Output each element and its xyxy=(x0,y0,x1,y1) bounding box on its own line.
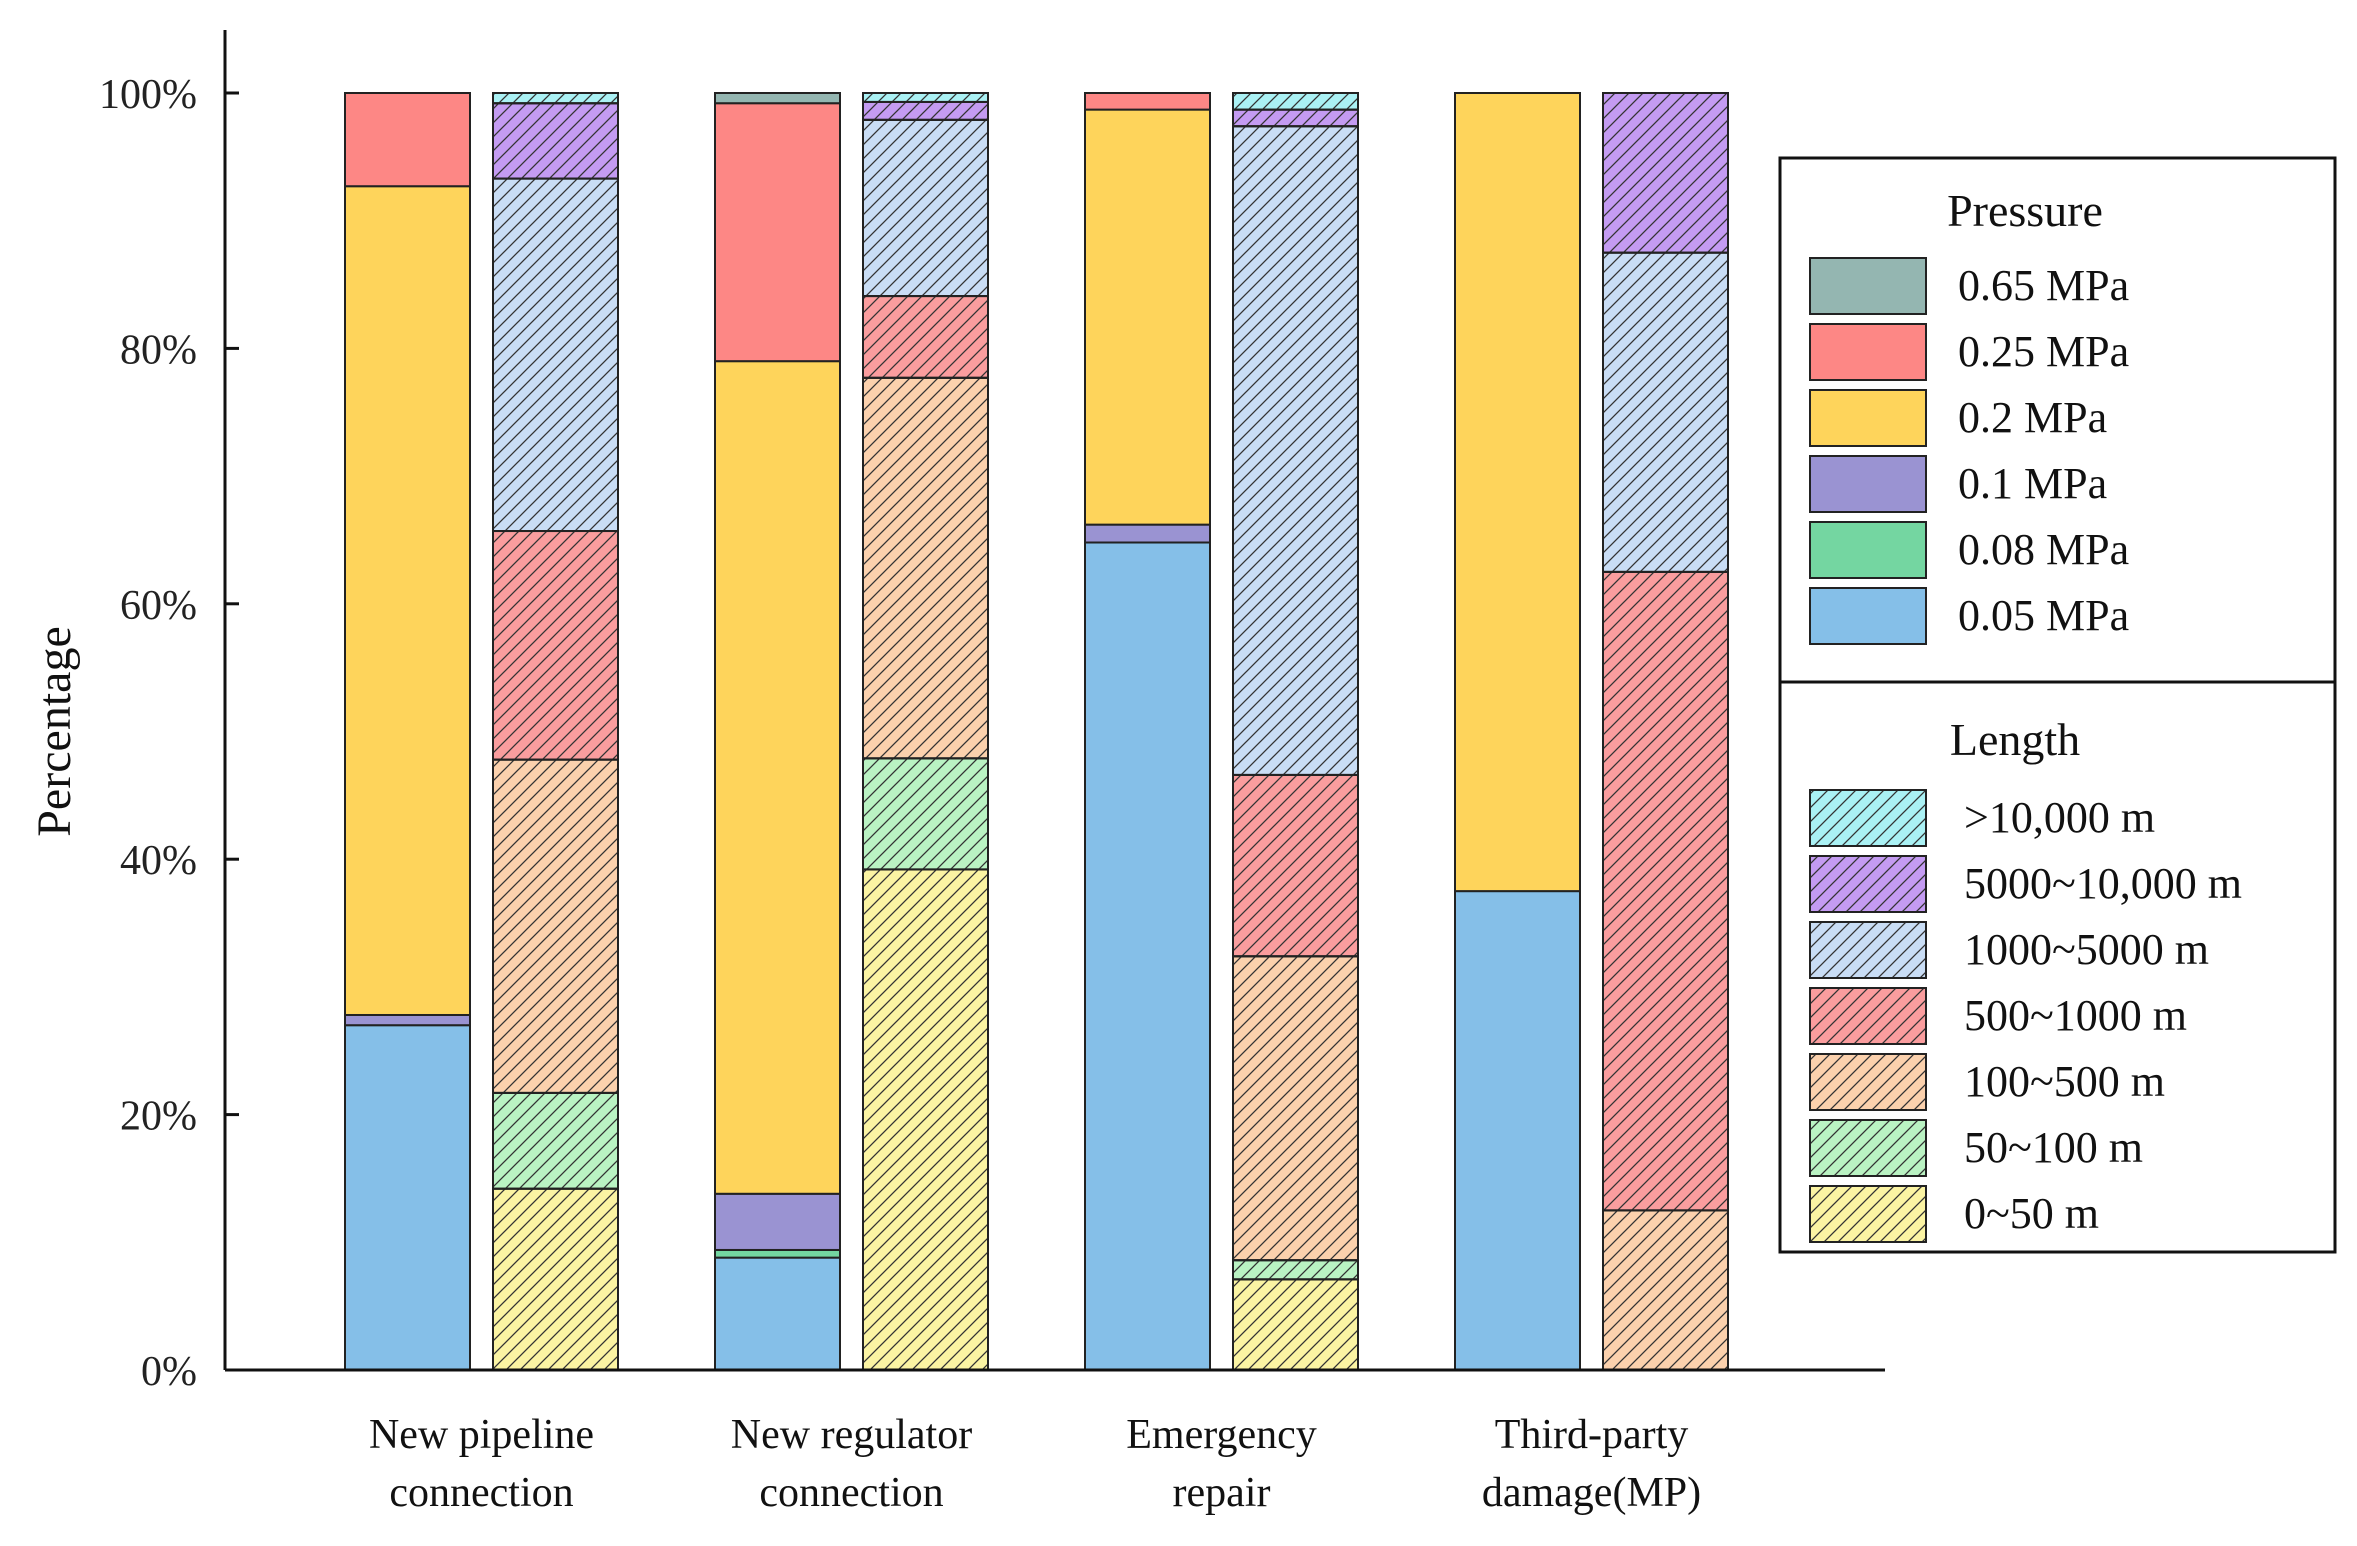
length-bar-2-hatch-100-500-m xyxy=(1232,955,1359,1262)
x-category-label: New regulator xyxy=(731,1412,972,1458)
y-tick-label: 60% xyxy=(120,583,197,629)
legend-label-pressure: 0.1 MPa xyxy=(1958,459,2107,508)
legend-label-pressure: 0.05 MPa xyxy=(1958,591,2129,640)
length-bar-2-hatch-50-100-m xyxy=(1232,1259,1359,1281)
length-bar-3-hatch-500-1000-m xyxy=(1602,570,1729,1212)
legend-swatch-hatch xyxy=(1809,855,1927,913)
pressure-bar-1-segment-0-1-MPa xyxy=(714,1192,841,1251)
legend-label-length: 5000~10,000 m xyxy=(1964,859,2242,908)
legend-label-length: >10,000 m xyxy=(1964,793,2155,842)
x-category-label: connection xyxy=(759,1470,943,1516)
length-bar-3-hatch-5000-10-000-m xyxy=(1602,92,1729,254)
y-tick-label: 20% xyxy=(120,1094,197,1140)
legend-title-pressure: Pressure xyxy=(1947,185,2103,236)
length-bar-2-hatch-5000-10-000-m xyxy=(1232,108,1359,128)
length-bar-1-hatch-10-000-m xyxy=(862,92,989,103)
y-axis-title: Percentage xyxy=(28,626,81,837)
pressure-bar-2-segment-0-2-MPa xyxy=(1084,108,1211,526)
pressure-bar-0-segment-0-25-MPa xyxy=(344,92,471,188)
length-bar-0-hatch-100-500-m xyxy=(492,758,619,1094)
legend-swatch-hatch xyxy=(1809,987,1927,1045)
length-bar-0-hatch-500-1000-m xyxy=(492,530,619,761)
length-bar-0-hatch-0-50-m xyxy=(492,1187,619,1372)
x-category-label: Emergency xyxy=(1126,1412,1316,1458)
length-bar-1-hatch-0-50-m xyxy=(862,868,989,1372)
x-category-label: damage(MP) xyxy=(1482,1470,1701,1516)
length-bar-1-hatch-5000-10-000-m xyxy=(862,100,989,121)
y-tick-label: 100% xyxy=(99,72,197,118)
length-bar-0-hatch-1000-5000-m xyxy=(492,177,619,533)
legend-swatch-pressure xyxy=(1809,257,1927,315)
legend-label-length: 0~50 m xyxy=(1964,1189,2099,1238)
legend-layer: Pressure 0.65 MPa 0.25 MPa 0.2 MPa 0.1 MPa 0.… xyxy=(1778,156,2337,1254)
pressure-bar-0-segment-0-05-MPa xyxy=(344,1024,471,1371)
x-category-label: Third-party xyxy=(1495,1412,1689,1458)
length-bar-0-hatch-10-000-m xyxy=(492,92,619,105)
legend-label-length: 500~1000 m xyxy=(1964,991,2187,1040)
legend-swatch-hatch xyxy=(1809,1185,1927,1243)
length-bar-2-hatch-500-1000-m xyxy=(1232,773,1359,958)
legend-swatch-hatch xyxy=(1809,1119,1927,1177)
pressure-bar-2-segment-0-1-MPa xyxy=(1084,523,1211,544)
bars-layer xyxy=(344,92,1729,1372)
pressure-bar-0-segment-0-2-MPa xyxy=(344,185,471,1016)
length-bar-2-hatch-1000-5000-m xyxy=(1232,125,1359,776)
y-tick-label: 0% xyxy=(141,1349,197,1395)
pressure-bar-2-segment-0-25-MPa xyxy=(1084,92,1211,111)
length-bar-1-hatch-50-100-m xyxy=(862,757,989,871)
legend-label-length: 100~500 m xyxy=(1964,1057,2165,1106)
pressure-bar-1-segment-0-2-MPa xyxy=(714,360,841,1195)
y-tick-label: 40% xyxy=(120,838,197,884)
axes-layer: New pipeline connection New regulator conne… xyxy=(28,30,1885,1516)
length-bar-2-hatch-0-50-m xyxy=(1232,1278,1359,1372)
length-bar-0-hatch-5000-10-000-m xyxy=(492,102,619,180)
pressure-bar-3-segment-0-2-MPa xyxy=(1454,92,1581,893)
y-tick-label: 80% xyxy=(120,327,197,373)
x-category-label: repair xyxy=(1173,1470,1271,1516)
length-bar-1-hatch-500-1000-m xyxy=(862,295,989,379)
pressure-bar-1-segment-0-08-MPa xyxy=(714,1248,841,1259)
legend-label-length: 50~100 m xyxy=(1964,1123,2143,1172)
pressure-bar-1-segment-0-05-MPa xyxy=(714,1256,841,1372)
length-bar-1-hatch-100-500-m xyxy=(862,376,989,760)
pressure-bar-1-segment-0-65-MPa xyxy=(714,92,841,105)
legend-label-pressure: 0.08 MPa xyxy=(1958,525,2129,574)
legend-label-pressure: 0.2 MPa xyxy=(1958,393,2107,442)
length-bar-3-hatch-1000-5000-m xyxy=(1602,251,1729,573)
pressure-bar-3-segment-0-05-MPa xyxy=(1454,890,1581,1371)
x-category-label: connection xyxy=(389,1470,573,1516)
x-category-label: New pipeline xyxy=(369,1412,594,1458)
legend-swatch-hatch xyxy=(1809,789,1927,847)
legend-swatch-hatch xyxy=(1809,921,1927,979)
pressure-bar-0-segment-0-1-MPa xyxy=(344,1013,471,1027)
pressure-bar-2-segment-0-05-MPa xyxy=(1084,541,1211,1371)
length-bar-3-hatch-100-500-m xyxy=(1602,1209,1729,1371)
length-bar-0-hatch-50-100-m xyxy=(492,1091,619,1190)
length-bar-2-hatch-10-000-m xyxy=(1232,92,1359,111)
length-bar-1-hatch-1000-5000-m xyxy=(862,118,989,298)
legend-label-length: 1000~5000 m xyxy=(1964,925,2209,974)
legend-title-length: Length xyxy=(1950,714,2080,765)
legend-swatch-pressure xyxy=(1809,323,1927,381)
legend-swatch-pressure xyxy=(1809,587,1927,645)
legend-label-pressure: 0.25 MPa xyxy=(1958,327,2129,376)
legend-swatch-pressure xyxy=(1809,521,1927,579)
legend-swatch-pressure xyxy=(1809,389,1927,447)
pressure-bar-1-segment-0-25-MPa xyxy=(714,102,841,363)
legend-swatch-hatch xyxy=(1809,1053,1927,1111)
legend-swatch-pressure xyxy=(1809,455,1927,513)
legend-label-pressure: 0.65 MPa xyxy=(1958,261,2129,310)
